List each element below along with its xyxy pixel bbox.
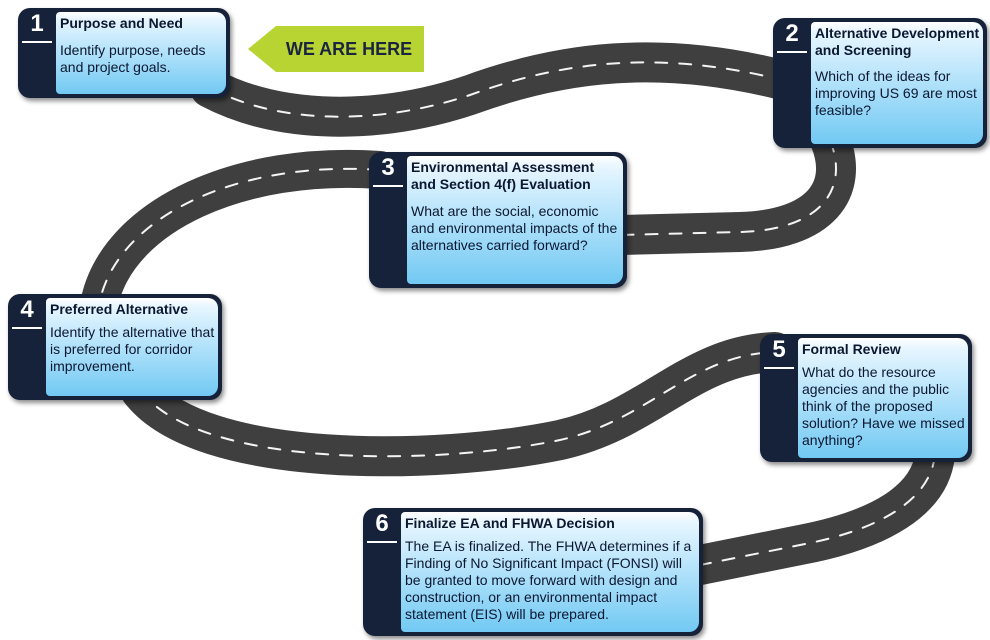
step-2-title: Alternative Development and Screening [815, 25, 980, 58]
step-5-title: Formal Review [802, 341, 901, 357]
step-3-number: 3 [381, 154, 395, 181]
step-4-card: 4 Preferred Alternative Identify the alt… [8, 294, 222, 400]
step-6-title: Finalize EA and FHWA Decision [405, 515, 615, 531]
step-6-description: The EA is finalized. The FHWA determines… [405, 538, 692, 622]
step-1-panel: Purpose and Need Identify purpose, needs… [56, 12, 226, 94]
step-1-description: Identify purpose, needs and project goal… [60, 42, 206, 75]
step-number-divider [764, 367, 794, 369]
step-6-panel: Finalize EA and FHWA Decision The EA is … [401, 512, 699, 632]
step-number-divider [367, 541, 397, 543]
step-number-divider [22, 41, 52, 43]
step-5-number: 5 [772, 336, 786, 363]
step-2-number: 2 [785, 20, 799, 47]
step-4-title: Preferred Alternative [50, 301, 188, 317]
step-6-number: 6 [375, 510, 389, 537]
we-are-here-marker: WE ARE HERE [248, 26, 424, 72]
step-number-divider [777, 51, 807, 53]
step-3-title: Environmental Assessment and Section 4(f… [411, 159, 595, 192]
step-1-number: 1 [30, 10, 44, 37]
step-4-panel: Preferred Alternative Identify the alter… [46, 298, 218, 396]
step-3-description: What are the social, economic and enviro… [411, 203, 618, 253]
step-number-divider [12, 327, 42, 329]
step-6-card: 6 Finalize EA and FHWA Decision The EA i… [363, 508, 703, 636]
step-5-panel: Formal Review What do the resource agenc… [798, 338, 968, 458]
step-3-panel: Environmental Assessment and Section 4(f… [407, 156, 623, 284]
step-5-description: What do the resource agencies and the pu… [802, 364, 965, 448]
step-2-panel: Alternative Development and Screening Wh… [811, 22, 983, 144]
step-number-divider [373, 185, 403, 187]
we-are-here-label: WE ARE HERE [285, 39, 413, 59]
step-2-card: 2 Alternative Development and Screening … [773, 18, 987, 148]
step-1-title: Purpose and Need [60, 15, 183, 31]
step-1-card: 1 Purpose and Need Identify purpose, nee… [18, 8, 230, 98]
step-2-description: Which of the ideas for improving US 69 a… [815, 68, 977, 118]
step-4-description: Identify the alternative that is preferr… [50, 324, 215, 374]
step-4-number: 4 [20, 296, 34, 323]
step-5-card: 5 Formal Review What do the resource age… [760, 334, 972, 462]
step-3-card: 3 Environmental Assessment and Section 4… [369, 152, 627, 288]
